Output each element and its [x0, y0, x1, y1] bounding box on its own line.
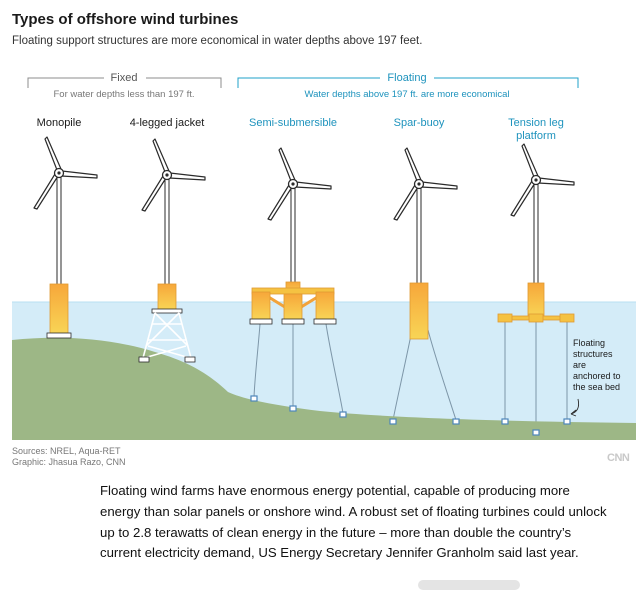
turbine-label-tension-leg: Tension leg: [508, 117, 564, 129]
diagram-title: Types of offshore wind turbines: [12, 11, 239, 28]
spar-buoy-turbine: [393, 147, 458, 340]
turbine-label-monopile: Monopile: [37, 117, 82, 129]
annotation-line-1: Floating: [573, 338, 605, 348]
fixed-group-label: Fixed: [111, 72, 138, 84]
fixed-group-bracket: Fixed For water depths less than 197 ft.: [27, 72, 222, 100]
floating-group-bracket: Floating Water depths above 197 ft. are …: [237, 72, 579, 100]
tension-leg-turbine: [497, 143, 575, 323]
turbine-label-semi-submersible: Semi-submersible: [249, 117, 337, 129]
turbine-label-spar-buoy: Spar-buoy: [394, 117, 445, 129]
seabed-anchors: [250, 395, 571, 436]
floating-group-label: Floating: [387, 72, 426, 84]
annotation-line-3: are: [573, 360, 586, 370]
jacket-turbine: [138, 138, 206, 363]
mooring-lines: [253, 322, 568, 431]
bottom-bar-handle: [418, 580, 520, 590]
wind-turbine-diagram: Fixed For water depths less than 197 ft.…: [12, 72, 636, 440]
article-paragraph: Floating wind farms have enormous energy…: [100, 483, 607, 561]
annotation-line-4: anchored to: [573, 371, 621, 381]
annotation-line-5: the sea bed: [573, 382, 620, 392]
fixed-group-note: For water depths less than 197 ft.: [54, 89, 195, 100]
anchored-annotation: Floating structures are anchored to the …: [570, 338, 621, 417]
turbine-label-jacket: 4-legged jacket: [130, 117, 205, 129]
semi-submersible-turbine: [249, 147, 337, 325]
sources-credit: Sources: NREL, Aqua-RET: [12, 446, 121, 456]
diagram-subtitle: Floating support structures are more eco…: [12, 35, 423, 47]
monopile-turbine: [33, 136, 98, 339]
seabed: [12, 337, 636, 440]
jacket-lattice: [142, 312, 192, 359]
turbine-label-tension-leg-line2: platform: [516, 130, 556, 142]
graphic-credit: Graphic: Jhasua Razo, CNN: [12, 457, 126, 467]
floating-group-note: Water depths above 197 ft. are more econ…: [304, 89, 509, 100]
annotation-line-2: structures: [573, 349, 613, 359]
cnn-logo: CNN: [607, 452, 630, 464]
